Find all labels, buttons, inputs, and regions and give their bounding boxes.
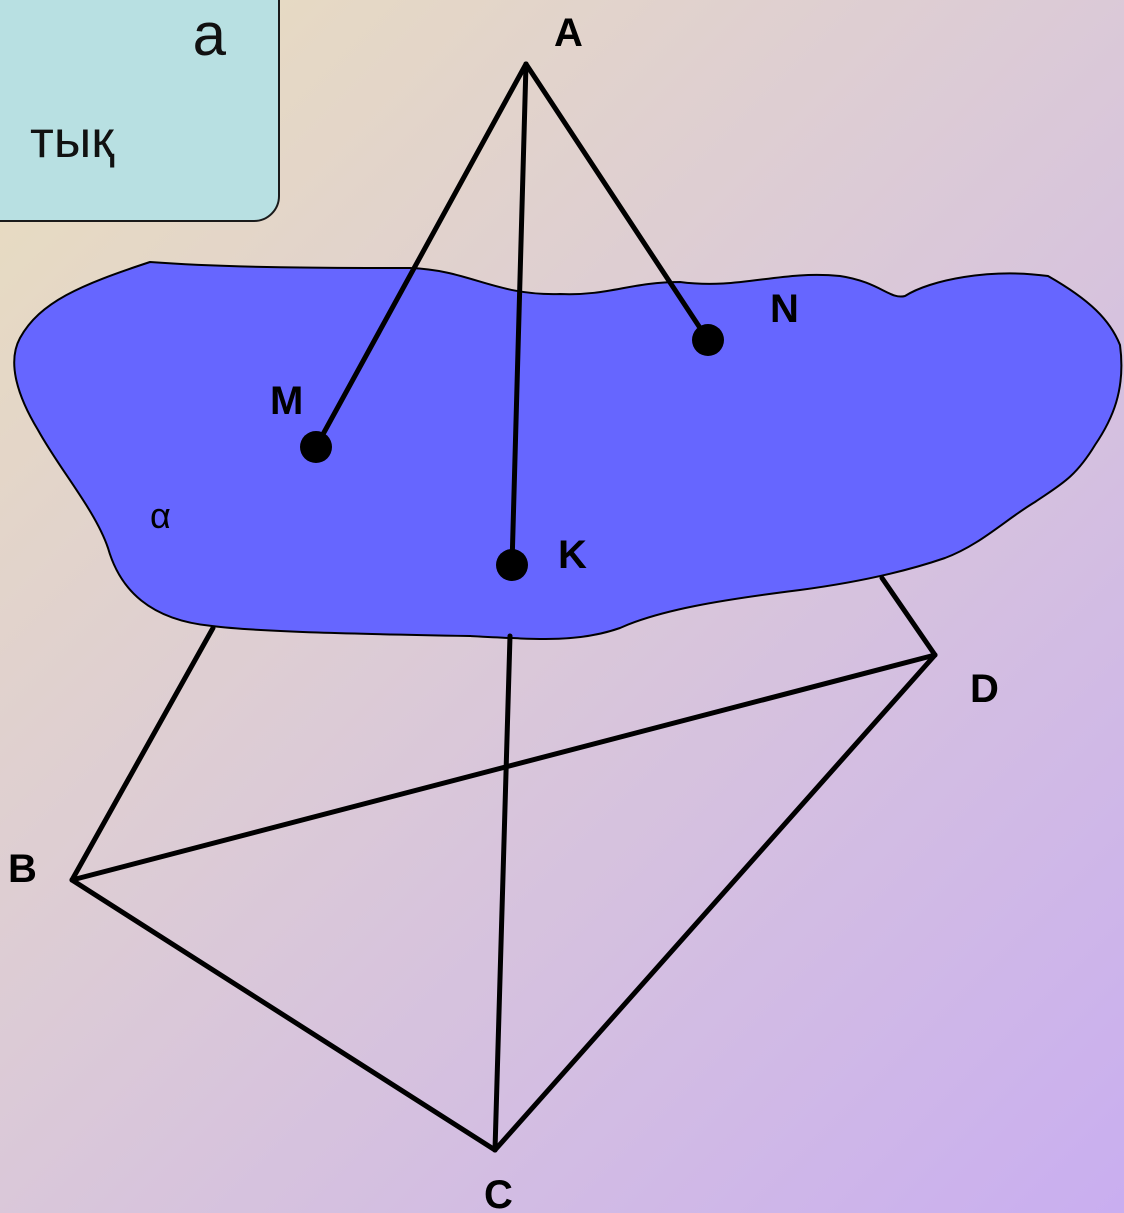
label-N: N — [770, 287, 799, 331]
label-D: D — [970, 667, 999, 711]
plane-alpha — [13, 260, 1123, 640]
label-K: K — [558, 533, 587, 577]
label-plane-alpha: α — [150, 495, 171, 536]
segment-AN — [523, 61, 711, 343]
point-M — [300, 431, 332, 463]
point-K — [496, 549, 528, 581]
segment-B-plane — [69, 625, 216, 883]
text-callout-box: а тық — [0, 0, 280, 222]
segment-D-plane — [879, 575, 938, 658]
callout-text-line-2: тық — [30, 111, 114, 169]
label-C: C — [484, 1173, 513, 1213]
segment-C-plane — [492, 633, 513, 1153]
callout-text-line-1: а — [192, 1, 226, 68]
point-N — [692, 324, 724, 356]
segment-AM — [313, 61, 529, 450]
label-B: B — [8, 847, 37, 891]
label-A: A — [554, 11, 583, 55]
segment-AK — [509, 61, 529, 568]
label-M: M — [270, 379, 303, 423]
segment-CD — [492, 652, 938, 1153]
segment-BD — [69, 652, 938, 883]
segment-BC — [69, 877, 498, 1153]
